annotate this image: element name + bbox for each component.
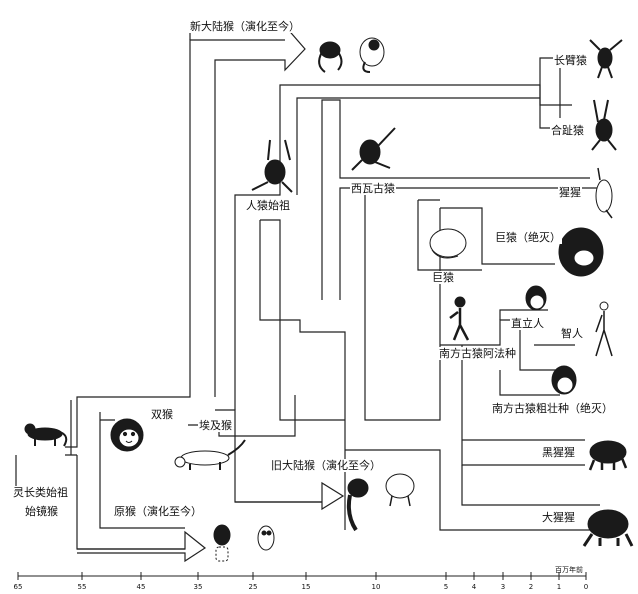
label-homo-erectus: 直立人 bbox=[510, 317, 545, 330]
label-ape-ancestor: 人猿始祖 bbox=[245, 199, 291, 212]
human-head-icon bbox=[525, 285, 547, 311]
branch-main-root-inner bbox=[76, 455, 185, 550]
label-australopithecus-robustus: 南方古猿粗壮种（绝灭） bbox=[491, 402, 614, 415]
axis-tick-label: 65 bbox=[13, 583, 23, 591]
label-old-world-monkeys: 旧大陆猴（演化至今） bbox=[270, 459, 382, 472]
colobus-macaque-icon bbox=[346, 473, 415, 532]
axis-unit-label: 百万年前 bbox=[555, 566, 583, 574]
branch-erectus bbox=[499, 309, 575, 346]
label-gigantopithecus: 巨猿 bbox=[431, 271, 455, 284]
label-orangutan: 猩猩 bbox=[558, 186, 582, 199]
lemur-tarsier-icon bbox=[213, 524, 275, 562]
branch-dual-monkey bbox=[99, 412, 115, 421]
branch-gibbon-split bbox=[539, 57, 572, 129]
label-anthropoid-dual: 双猴 bbox=[150, 408, 174, 421]
label-homo-sapiens: 智人 bbox=[560, 327, 584, 340]
branch-hominid-inner bbox=[260, 219, 345, 421]
hanging-ape-icon bbox=[251, 139, 293, 193]
chimpanzee-icon bbox=[588, 440, 628, 471]
gorilla-icon bbox=[582, 509, 634, 547]
branch-gorilla bbox=[461, 465, 600, 506]
ape-head-icon bbox=[429, 228, 467, 259]
old-world-arrow bbox=[235, 481, 345, 511]
branch-siva-inner bbox=[339, 187, 598, 300]
label-aegyptopithecus: 埃及猴 bbox=[198, 419, 233, 432]
label-gigantopithecus-extinct: 巨猿（绝灭） bbox=[494, 231, 562, 244]
early-primate-icon bbox=[174, 439, 246, 470]
label-gorilla: 大猩猩 bbox=[541, 511, 576, 524]
orangutan-icon bbox=[595, 167, 613, 219]
branch-main-root bbox=[65, 39, 285, 448]
label-siamang: 合趾猿 bbox=[550, 124, 585, 137]
hominid-head-icon bbox=[551, 365, 577, 395]
axis-tick-label: 15 bbox=[301, 583, 311, 591]
gorilla-head-icon bbox=[558, 227, 604, 277]
branch-orang-split bbox=[364, 188, 441, 421]
prosimians-arrow-inner bbox=[99, 420, 185, 529]
branch-hominid bbox=[259, 220, 346, 530]
monkey-face-icon bbox=[110, 418, 144, 452]
prosimians-arrow bbox=[77, 530, 207, 563]
branch-main-root-inner2 bbox=[65, 400, 77, 456]
walking-hominid-icon bbox=[449, 296, 470, 341]
label-primate-ancestor: 灵长类始祖 bbox=[12, 486, 69, 499]
axis-tick-label: 2 bbox=[528, 583, 534, 591]
axis-tick-label: 10 bbox=[371, 583, 381, 591]
axis-tick-label: 3 bbox=[500, 583, 506, 591]
axis-tick-label: 1 bbox=[556, 583, 562, 591]
axis-tick-label: 5 bbox=[443, 583, 449, 591]
label-australopithecus-afarensis: 南方古猿阿法种 bbox=[438, 347, 517, 360]
spider-monkey-icon bbox=[318, 37, 385, 73]
branch-ape-trunk bbox=[234, 84, 572, 410]
walking-human-icon bbox=[595, 301, 613, 357]
gibbon-icon bbox=[589, 39, 623, 79]
axis-tick-label: 0 bbox=[583, 583, 589, 591]
axis-tick-label: 45 bbox=[136, 583, 146, 591]
label-gibbon: 长臂猿 bbox=[553, 54, 588, 67]
label-chimpanzee: 黑猩猩 bbox=[541, 446, 576, 459]
branch-robustus bbox=[499, 370, 560, 396]
siamang-icon bbox=[591, 99, 617, 151]
label-new-world-monkeys: 新大陆猴（演化至今） bbox=[189, 20, 301, 33]
branch-giganto bbox=[440, 207, 555, 265]
axis-tick-label: 35 bbox=[193, 583, 203, 591]
axis-tick-label: 25 bbox=[248, 583, 258, 591]
branch-ape-trunk-inner bbox=[296, 97, 540, 195]
climbing-ape-icon bbox=[351, 127, 396, 171]
axis-tick-label: 4 bbox=[471, 583, 477, 591]
label-prosimians: 原猴（演化至今） bbox=[113, 505, 203, 518]
branch-giganto-box bbox=[417, 199, 482, 271]
axis-tick-label: 55 bbox=[77, 583, 87, 591]
branch-siva bbox=[321, 99, 590, 300]
label-sivapithecus: 西瓦古猿 bbox=[350, 182, 396, 195]
time-axis bbox=[17, 572, 587, 580]
label-plesiadapis: 始镜猴 bbox=[24, 505, 59, 518]
lemur-like-animal-icon bbox=[24, 423, 68, 447]
branch-hominid-split bbox=[345, 449, 600, 531]
